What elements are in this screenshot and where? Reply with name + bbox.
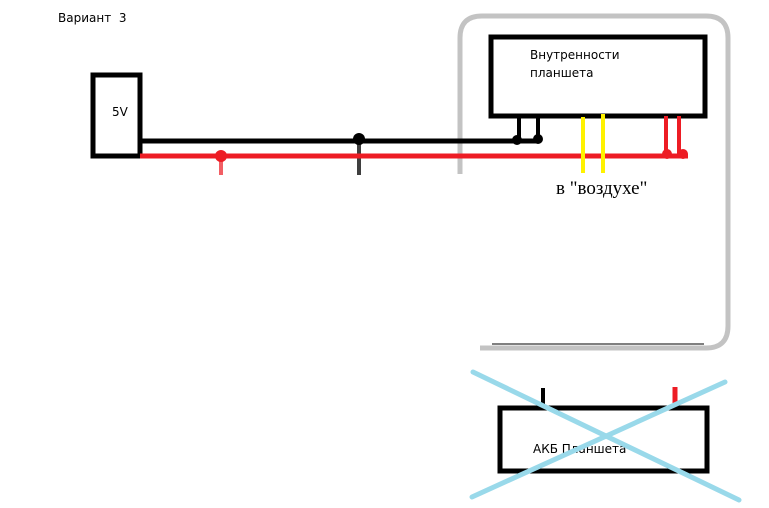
- tablet-internals-label-line1: Внутренности: [530, 48, 620, 62]
- negative-junction-2: [533, 134, 543, 144]
- negative-junction: [353, 133, 365, 145]
- power-source-label: 5V: [112, 105, 129, 119]
- cross-out-line-2: [469, 379, 728, 500]
- diagram-title: Вариант 3: [58, 11, 126, 25]
- tablet-internals-box: [488, 34, 708, 119]
- power-source-box: [90, 72, 143, 159]
- positive-junction-1: [662, 149, 672, 159]
- air-note: в "воздухе": [556, 178, 647, 199]
- tablet-internals-label-line2: планшета: [530, 66, 593, 80]
- tablet-outline: [457, 13, 731, 351]
- positive-junction-2: [678, 149, 688, 159]
- positive-junction: [215, 150, 227, 162]
- negative-junction-1: [512, 135, 522, 145]
